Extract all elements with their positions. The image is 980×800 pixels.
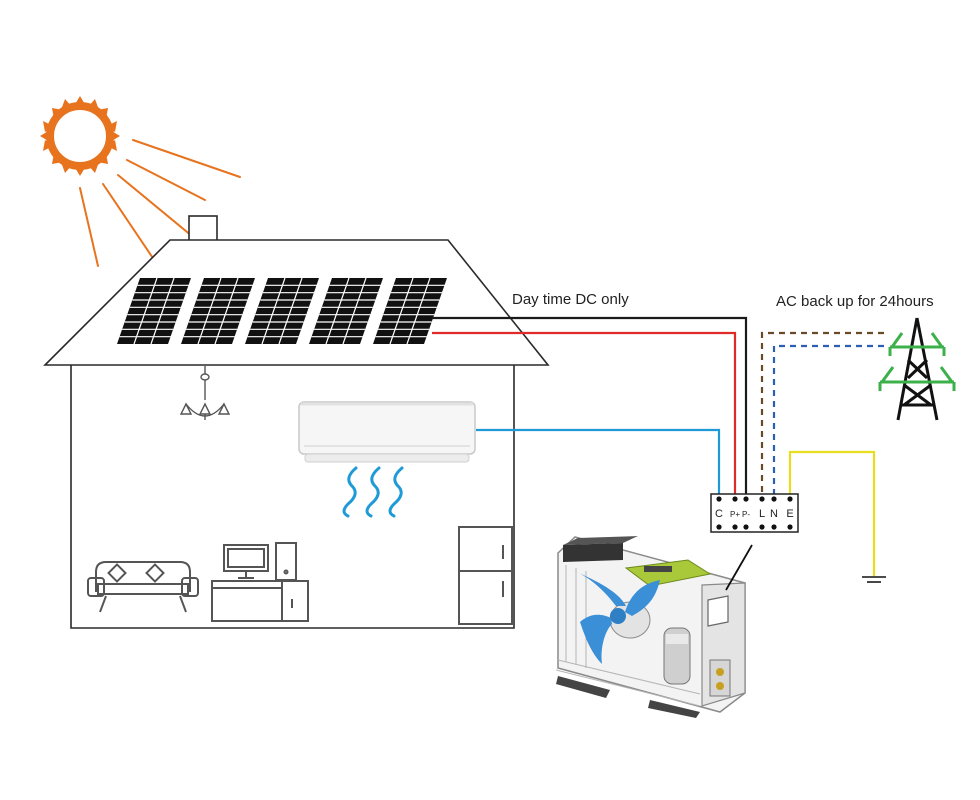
terminal-block: [710, 493, 799, 533]
terminal-label-n: N: [770, 508, 778, 520]
terminal-label-l: L: [758, 508, 766, 520]
solar-panel-icon: [245, 277, 319, 345]
sofa-icon: [87, 561, 199, 613]
earth-wire: [788, 450, 876, 576]
power-pylon-icon: [878, 317, 956, 421]
terminal-label-p-plus: P+: [729, 510, 740, 519]
house-walls: [70, 365, 515, 629]
desk-computer-icon: [211, 542, 309, 622]
comm-wire: [476, 428, 721, 494]
airflow-icon: [342, 466, 404, 518]
indoor-ac-unit-icon: [298, 401, 476, 463]
solar-panel-icon: [117, 277, 191, 345]
ground-icon: [862, 576, 886, 583]
solar-panel-icon: [181, 277, 255, 345]
wires: [432, 316, 884, 576]
chandelier-icon: [179, 366, 231, 420]
terminal-label-e: E: [786, 508, 794, 520]
fan-blade-icon: [572, 570, 660, 664]
fridge-icon: [458, 526, 513, 625]
sun-icon: [40, 96, 120, 176]
ac-backup-label: AC back up for 24hours: [776, 293, 934, 310]
daytime-dc-label: Day time DC only: [512, 291, 629, 308]
solar-panel-icon: [309, 277, 383, 345]
solar-panel-icon: [373, 277, 447, 345]
dc-positive-wire: [432, 331, 737, 494]
dc-negative-wire: [432, 316, 748, 494]
terminal-label-c: C: [715, 508, 723, 520]
ac-neutral-wire: [772, 344, 884, 494]
terminal-label-p-minus: P-: [742, 510, 750, 519]
ac-line-wire: [760, 331, 884, 494]
outdoor-unit-icon: [555, 536, 753, 718]
